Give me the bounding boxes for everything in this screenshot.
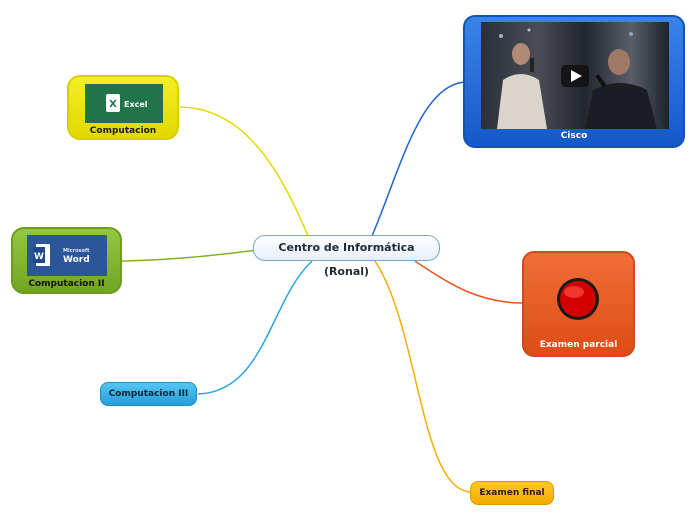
video-scene-image [497, 28, 657, 129]
central-topic-label: Centro de Informática (Ronal) [278, 241, 415, 278]
central-topic[interactable]: Centro de Informática (Ronal) [253, 235, 440, 278]
svg-text:X: X [109, 99, 117, 110]
connector-computacion2 [121, 249, 259, 262]
video-thumbnail[interactable] [481, 22, 669, 129]
excel-logo-image: X Excel [85, 84, 163, 123]
word-logo-text: Word [63, 255, 90, 265]
topic-computacion-ii[interactable]: W Microsoft Word Computacion II [11, 227, 122, 294]
excel-icon: X Excel [106, 94, 148, 112]
record-button-icon [557, 278, 599, 320]
topic-computacion-ii-label: Computacion II [28, 279, 105, 289]
connector-computacion3 [197, 260, 313, 395]
topic-cisco[interactable]: Cisco [463, 15, 685, 148]
topic-computacion-iii-label: Computacion III [108, 389, 189, 399]
word-logo-brand: Microsoft [63, 248, 90, 254]
excel-logo-text: Excel [124, 100, 148, 109]
connector-cisco [371, 81, 466, 237]
svg-text:W: W [34, 252, 44, 262]
topic-examen-final-label: Examen final [479, 488, 545, 498]
topic-examen-final[interactable]: Examen final [470, 481, 554, 505]
topic-examen-parcial[interactable]: Examen parcial [522, 251, 635, 357]
topic-computacion-label: Computacion [89, 126, 157, 136]
word-logo-image: W Microsoft Word [27, 235, 107, 276]
topic-computacion-iii[interactable]: Computacion III [100, 382, 197, 406]
topic-computacion[interactable]: X Excel Computacion [67, 75, 179, 140]
topic-cisco-label: Cisco [560, 131, 588, 141]
connector-final [374, 260, 473, 493]
connector-computacion [179, 106, 309, 237]
connector-parcial [414, 260, 524, 304]
play-icon [561, 65, 589, 87]
word-icon: W Microsoft Word [33, 244, 90, 266]
topic-examen-parcial-label: Examen parcial [539, 340, 618, 350]
